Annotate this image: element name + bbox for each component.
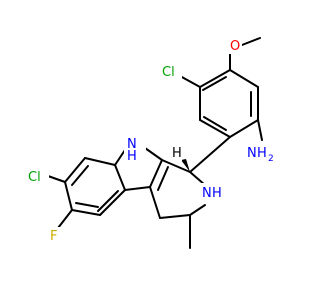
atom-n-ring: N bbox=[202, 186, 212, 201]
molecule-structure: Cl O N H N H 2 N H Cl F H bbox=[27, 37, 288, 249]
atom-h-amine: H bbox=[257, 146, 267, 161]
stereo-wedge bbox=[181, 159, 190, 172]
bond-lines bbox=[47, 37, 263, 249]
atom-stereo-h: H bbox=[172, 146, 182, 161]
atom-f-left: F bbox=[50, 229, 57, 244]
atom-cl-left: Cl bbox=[28, 170, 41, 185]
atom-amine-subscript: 2 bbox=[268, 154, 274, 164]
atom-h-indole: H bbox=[127, 149, 137, 164]
atom-n-amine: N bbox=[247, 146, 257, 161]
atom-cl-top: Cl bbox=[162, 65, 175, 80]
atom-labels: Cl O N H N H 2 N H Cl F H bbox=[27, 38, 288, 244]
atom-h-ring: H bbox=[212, 186, 222, 201]
atom-n-indole: N bbox=[127, 137, 137, 152]
atom-o-methoxy: O bbox=[230, 39, 240, 54]
